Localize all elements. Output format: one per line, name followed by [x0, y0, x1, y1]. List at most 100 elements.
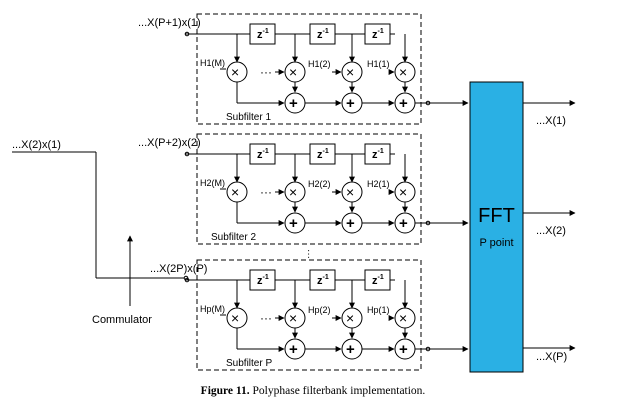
svg-text:×: ×	[289, 184, 297, 200]
svg-text:×: ×	[231, 310, 239, 326]
multiplier-node: ×	[226, 61, 248, 83]
multiplier-node: ×	[394, 61, 416, 83]
outputs: ...X(1) ...X(2) ...X(P)	[523, 100, 576, 363]
fft-block: FFT P point	[469, 81, 524, 373]
svg-text:×: ×	[399, 184, 407, 200]
svg-text:z-1: z-1	[372, 274, 384, 287]
coeff-label: H2(1)	[367, 179, 390, 189]
svg-text:z-1: z-1	[317, 274, 329, 287]
coeff-label: H1(1)	[367, 59, 390, 69]
output-label: ...X(1)	[536, 115, 566, 127]
multiplier-node: ×	[341, 61, 363, 83]
fft-subtitle: P point	[479, 237, 513, 249]
svg-text:z-1: z-1	[317, 28, 329, 41]
svg-text:+: +	[346, 341, 355, 358]
multiplier-node: ×	[284, 181, 306, 203]
svg-text:z-1: z-1	[257, 28, 269, 41]
ellipsis: ···	[260, 185, 272, 199]
svg-text:z-1: z-1	[372, 28, 384, 41]
svg-text:+: +	[289, 341, 298, 358]
commutator: ...X(2)x(1) Commulator	[12, 139, 189, 326]
svg-text:+: +	[399, 215, 408, 232]
commutator-input-label: ...X(2)x(1)	[12, 139, 61, 151]
svg-text:+: +	[289, 215, 298, 232]
coeff-label: H2(M)	[200, 178, 225, 188]
caption-text: Polyphase filterbank implementation.	[252, 385, 426, 397]
svg-text:+: +	[399, 95, 408, 112]
svg-text:+: +	[289, 95, 298, 112]
delay-block: z-1	[309, 143, 336, 165]
multiplier-node: ×	[341, 307, 363, 329]
commutator-label: Commulator	[92, 314, 152, 326]
multiplier-node: ×	[226, 307, 248, 329]
adder-node: +	[394, 212, 416, 234]
caption-prefix: Figure 11.	[200, 385, 250, 397]
svg-text:×: ×	[231, 64, 239, 80]
svg-text:×: ×	[289, 64, 297, 80]
delay-block: z-1	[309, 23, 336, 45]
subfilter-box	[196, 259, 422, 371]
multiplier-node: ×	[394, 181, 416, 203]
subfilter-2: ...X(P+2)x(2) z-1 z-1 z-1 × × × × H2(M) …	[138, 133, 469, 245]
coeff-label: Hp(1)	[367, 305, 390, 315]
coeff-label: H1(2)	[308, 59, 331, 69]
delay-block: z-1	[364, 23, 391, 45]
svg-text:×: ×	[346, 310, 354, 326]
adder-node: +	[284, 92, 306, 114]
fft-box	[469, 81, 524, 373]
multiplier-node: ×	[284, 61, 306, 83]
multiplier-node: ×	[226, 181, 248, 203]
subfilter-title: Subfilter P	[226, 358, 272, 369]
vertical-ellipsis: ···	[303, 249, 314, 259]
delay-block: z-1	[309, 269, 336, 291]
coeff-label: H2(2)	[308, 179, 331, 189]
svg-text:z-1: z-1	[257, 274, 269, 287]
multiplier-node: ×	[284, 307, 306, 329]
svg-text:z-1: z-1	[257, 148, 269, 161]
ellipsis: ···	[260, 311, 272, 325]
multiplier-node: ×	[394, 307, 416, 329]
svg-text:z-1: z-1	[372, 148, 384, 161]
adder-node: +	[341, 92, 363, 114]
adder-node: +	[394, 338, 416, 360]
delay-block: z-1	[364, 143, 391, 165]
delay-block: z-1	[249, 143, 276, 165]
adder-node: +	[284, 338, 306, 360]
subfilter-input-label: ...X(P+2)x(2)	[138, 137, 201, 149]
figure-caption: Figure 11. Polyphase filterbank implemen…	[0, 385, 626, 397]
subfilter-1: ...X(P+1)x(1) z-1 z-1 z-1 × × × × H1(M) …	[138, 13, 469, 125]
adder-node: +	[394, 92, 416, 114]
svg-text:×: ×	[399, 310, 407, 326]
subfilter-input-label: ...X(2P)x(P)	[150, 263, 207, 275]
coeff-label: Hp(M)	[200, 304, 225, 314]
output-label: ...X(2)	[536, 225, 566, 237]
subfilter-p: ...X(2P)x(P) z-1 z-1 z-1 × × × × Hp(M) ·…	[150, 259, 469, 371]
coeff-label: H1(M)	[200, 58, 225, 68]
svg-text:×: ×	[289, 310, 297, 326]
adder-node: +	[341, 212, 363, 234]
ellipsis: ···	[260, 65, 272, 79]
coeff-label: Hp(2)	[308, 305, 331, 315]
adder-node: +	[284, 212, 306, 234]
svg-text:+: +	[399, 341, 408, 358]
svg-text:×: ×	[399, 64, 407, 80]
multiplier-node: ×	[341, 181, 363, 203]
output-label: ...X(P)	[536, 351, 567, 363]
svg-text:×: ×	[346, 64, 354, 80]
delay-block: z-1	[364, 269, 391, 291]
svg-text:+: +	[346, 215, 355, 232]
subfilter-input-label: ...X(P+1)x(1)	[138, 17, 201, 29]
svg-text:+: +	[346, 95, 355, 112]
svg-text:×: ×	[231, 184, 239, 200]
svg-text:z-1: z-1	[317, 148, 329, 161]
subfilter-box	[196, 13, 422, 125]
delay-block: z-1	[249, 23, 276, 45]
subfilter-box	[196, 133, 422, 245]
adder-node: +	[341, 338, 363, 360]
subfilter-title: Subfilter 1	[226, 112, 271, 123]
subfilter-title: Subfilter 2	[211, 232, 256, 243]
fft-title: FFT	[478, 205, 515, 227]
svg-text:×: ×	[346, 184, 354, 200]
delay-block: z-1	[249, 269, 276, 291]
